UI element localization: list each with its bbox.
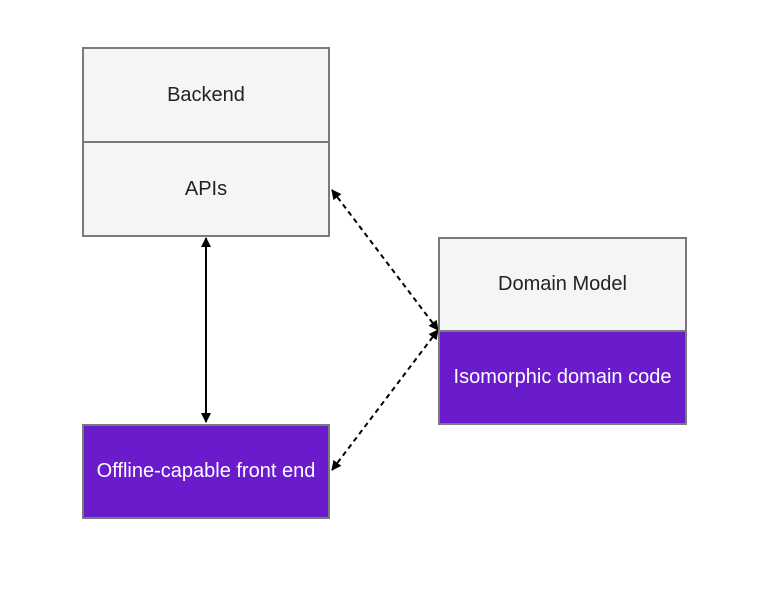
backend-label: Backend — [167, 83, 245, 106]
apis-label: APIs — [184, 177, 228, 200]
apis-domain-dashed-arrow — [331, 189, 439, 331]
frontend-label: Offline-capable front end — [96, 460, 316, 482]
frontend-domain-dashed-arrow — [331, 329, 439, 471]
domain-model-label: Domain Model — [498, 273, 627, 295]
domain-model-box: Domain Model — [438, 237, 687, 332]
apis-box: APIs — [82, 141, 330, 237]
isomorphic-domain-code-label: Isomorphic domain code — [453, 366, 672, 388]
backend-box: Backend — [82, 47, 330, 143]
frontend-box: Offline-capable front end — [82, 424, 330, 519]
isomorphic-domain-code-box: Isomorphic domain code — [438, 330, 687, 425]
